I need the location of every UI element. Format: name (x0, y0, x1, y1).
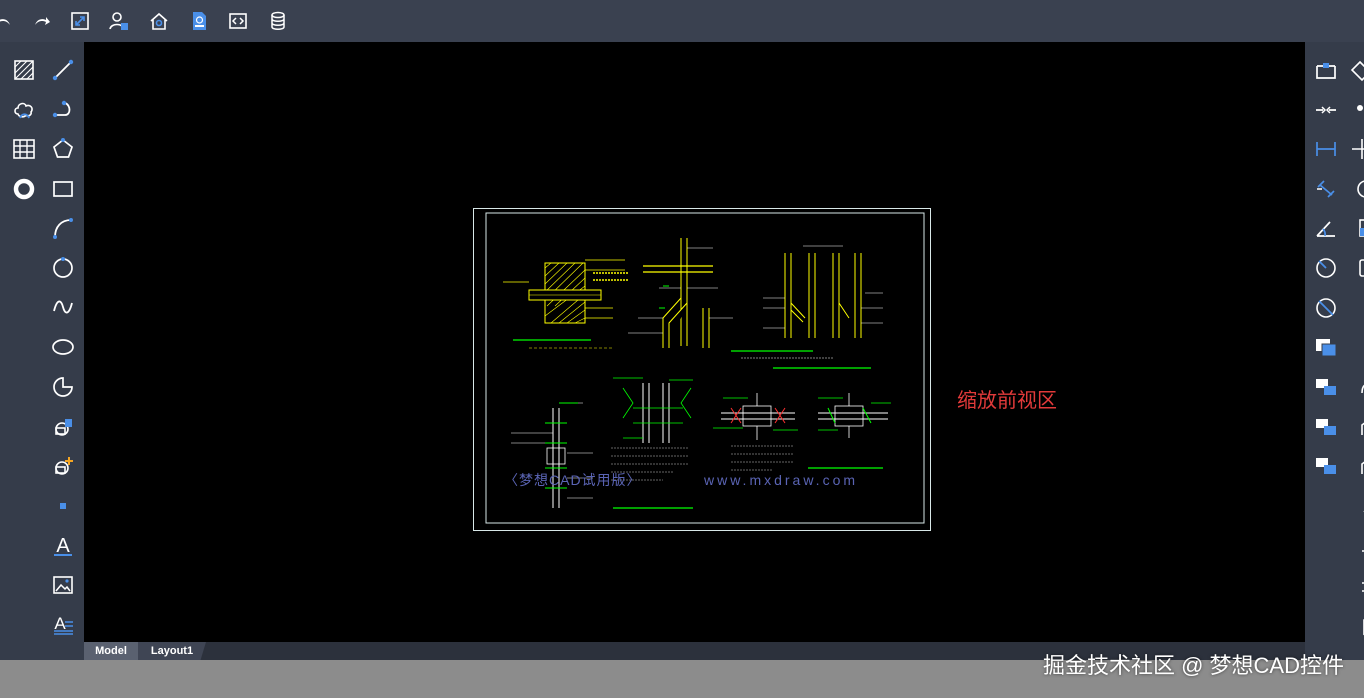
rectangle-icon[interactable] (48, 174, 78, 204)
detail-double-riser (731, 245, 883, 369)
mxweb-file-icon[interactable] (187, 9, 211, 33)
drawing-canvas[interactable]: 缩放前视区 〈梦想CAD试用版〉 www.mxdraw.com (84, 42, 1305, 642)
community-credit: 掘金技术社区 @ 梦想CAD控件 (1042, 653, 1344, 678)
status-bar (0, 660, 1364, 698)
home-icon[interactable] (147, 9, 171, 33)
user-settings-icon[interactable] (107, 9, 131, 33)
trial-watermark: 〈梦想CAD试用版〉 (504, 472, 642, 488)
text-icon[interactable]: A (48, 530, 78, 560)
chamfer-icon[interactable] (1347, 412, 1364, 442)
zoom-extents-icon[interactable] (68, 9, 92, 33)
break-icon[interactable] (1311, 95, 1341, 125)
dim-angular-icon[interactable] (1311, 213, 1341, 243)
hatch-icon[interactable] (9, 55, 39, 85)
detail-floor-pipe (611, 377, 693, 509)
create-block-icon[interactable] (48, 451, 78, 481)
extend-icon[interactable] (1347, 491, 1364, 521)
layer-bottom-icon[interactable] (1311, 451, 1341, 481)
detail-wall-sleeve (503, 259, 628, 349)
mirror-icon[interactable] (1347, 332, 1364, 362)
dim-diameter-icon[interactable] (1311, 293, 1341, 323)
database-icon[interactable] (266, 9, 290, 33)
elliptical-arc-icon[interactable] (48, 372, 78, 402)
trim-icon[interactable] (1347, 451, 1364, 481)
undo-icon[interactable] (0, 9, 16, 33)
line-icon[interactable] (48, 55, 78, 85)
tab-layout1[interactable]: Layout1 (138, 642, 206, 660)
detail-pipe-branch (628, 238, 733, 348)
left-draw-toolbar: A A (0, 42, 84, 660)
zoom-before-label: 缩放前视区 (957, 390, 1057, 412)
multiline-text-icon[interactable]: A (48, 609, 78, 639)
url-watermark: www.mxdraw.com (704, 472, 859, 488)
offset-icon[interactable] (1347, 253, 1364, 283)
array-icon[interactable] (1347, 530, 1364, 560)
insert-block-icon[interactable] (48, 412, 78, 442)
revision-cloud-icon[interactable] (9, 94, 39, 124)
svg-text:A: A (54, 614, 66, 633)
dim-linear-icon[interactable] (1311, 134, 1341, 164)
svg-text:A: A (56, 535, 70, 557)
erase-icon[interactable] (1347, 55, 1364, 85)
dim-radius-icon[interactable] (1311, 253, 1341, 283)
point-style-icon[interactable] (1347, 95, 1364, 125)
move-icon[interactable] (1347, 134, 1364, 164)
detail-horizontal-sleeve-red (713, 393, 798, 471)
layer-down-icon[interactable] (1311, 412, 1341, 442)
redo-icon[interactable] (29, 9, 53, 33)
point-icon[interactable] (48, 491, 78, 521)
tab-model[interactable]: Model (84, 642, 138, 660)
circle-icon[interactable] (48, 253, 78, 283)
polygon-icon[interactable] (48, 134, 78, 164)
copy-icon[interactable] (1311, 332, 1341, 362)
layout-tabs: Model Layout1 (84, 642, 1305, 660)
polyline-icon[interactable] (48, 94, 78, 124)
detail-horizontal-sleeve-green (808, 393, 891, 469)
cad-drawing (473, 208, 931, 531)
right-modify-toolbar (1305, 42, 1364, 660)
dim-aligned-icon[interactable] (1311, 174, 1341, 204)
arc-icon[interactable] (48, 213, 78, 243)
explode-icon[interactable] (1347, 570, 1364, 600)
spline-icon[interactable] (48, 292, 78, 322)
detail-vertical-flange (511, 402, 593, 508)
top-toolbar (0, 0, 1364, 42)
3d-box-icon[interactable] (1347, 609, 1364, 639)
stretch-icon[interactable] (1311, 55, 1341, 85)
code-icon[interactable] (226, 9, 250, 33)
table-icon[interactable] (9, 134, 39, 164)
rotate-icon[interactable] (1347, 174, 1364, 204)
ellipse-icon[interactable] (48, 332, 78, 362)
fillet-icon[interactable] (1347, 372, 1364, 402)
scale-icon[interactable] (1347, 213, 1364, 243)
layer-up-icon[interactable] (1311, 372, 1341, 402)
insert-image-icon[interactable] (48, 570, 78, 600)
donut-icon[interactable] (9, 174, 39, 204)
